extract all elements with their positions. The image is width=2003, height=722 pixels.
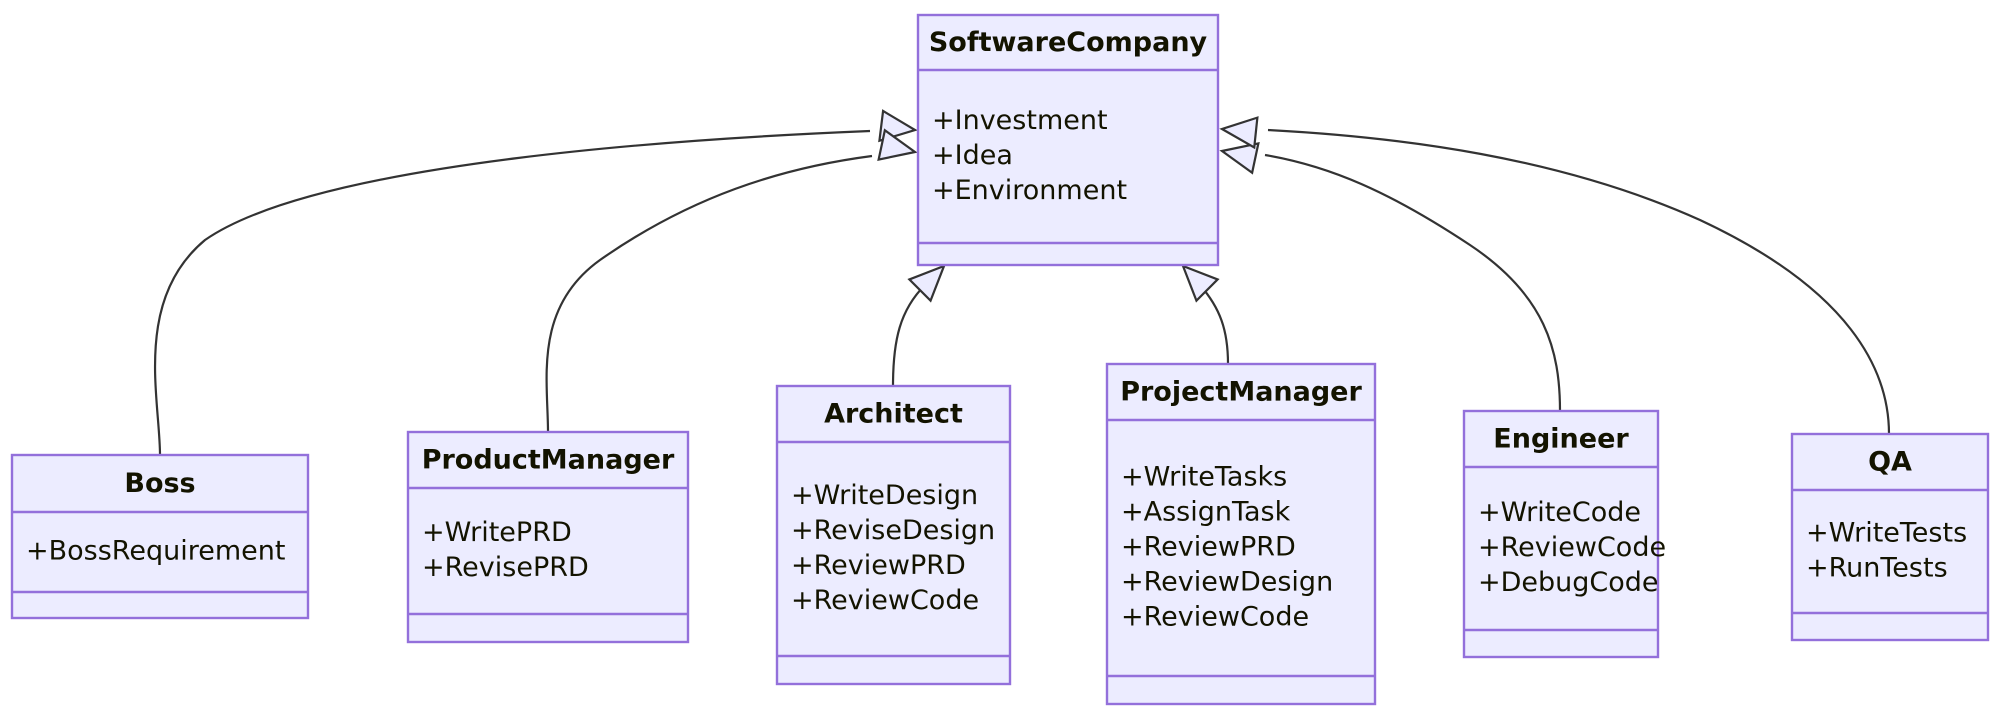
class-member-label: +Environment <box>932 175 1127 206</box>
class-name-label: Architect <box>824 399 963 430</box>
class-member-label: +ReviewCode <box>1478 532 1666 563</box>
classes-layer: SoftwareCompany +Investment +Idea +Environm… <box>10 13 1990 706</box>
generalization-edge-architect <box>891 264 946 387</box>
class-name-label: Engineer <box>1493 424 1629 455</box>
generalization-edge-qa <box>1219 116 1891 435</box>
class-box-outline <box>406 430 690 644</box>
edge-line <box>1199 284 1230 365</box>
class-member-label: +WriteTests <box>1806 518 1967 549</box>
class-box-engineer[interactable]: Engineer +WriteCode +ReviewCode +DebugCode <box>1462 409 1666 659</box>
class-member-label: +BossRequirement <box>26 536 285 567</box>
generalization-edge-productmanager <box>545 128 918 433</box>
class-name-label: Boss <box>124 468 195 499</box>
edge-line <box>1267 128 1891 435</box>
class-member-label: +ReviewCode <box>791 585 979 616</box>
generalization-edge-engineer <box>1219 141 1562 412</box>
class-member-label: +DebugCode <box>1478 567 1659 598</box>
class-box-productmanager[interactable]: ProductManager +WritePRD +RevisePRD <box>406 430 690 644</box>
edge-line <box>891 284 926 387</box>
class-member-label: +WriteCode <box>1478 497 1641 528</box>
class-member-label: +RunTests <box>1806 553 1948 584</box>
class-box-architect[interactable]: Architect +WriteDesign +ReviseDesign +Revie… <box>775 384 1012 686</box>
class-member-label: +ReviseDesign <box>791 515 995 546</box>
class-member-label: +RevisePRD <box>422 552 589 583</box>
class-member-label: +Idea <box>932 140 1013 171</box>
class-box-outline <box>1790 432 1990 642</box>
class-member-label: +ReviewPRD <box>1121 532 1296 563</box>
class-member-label: +ReviewDesign <box>1121 567 1333 598</box>
hollow-triangle-arrow-icon <box>1181 264 1220 303</box>
class-member-label: +WritePRD <box>422 517 572 548</box>
hollow-triangle-arrow-icon <box>1219 116 1259 150</box>
class-name-label: SoftwareCompany <box>929 27 1208 58</box>
class-member-label: +AssignTask <box>1121 497 1291 528</box>
class-member-label: +Investment <box>932 105 1108 136</box>
relationships-layer <box>153 109 1891 456</box>
class-box-outline <box>1462 409 1660 659</box>
class-name-label: QA <box>1868 447 1912 478</box>
edge-line <box>545 154 873 433</box>
hollow-triangle-arrow-icon <box>877 128 918 162</box>
generalization-edge-projectmanager <box>1181 264 1230 365</box>
class-name-label: ProjectManager <box>1120 377 1362 408</box>
class-member-label: +ReviewCode <box>1121 602 1309 633</box>
class-box-outline <box>775 384 1012 686</box>
class-member-label: +WriteTasks <box>1121 462 1287 493</box>
class-box-outline <box>916 13 1220 267</box>
class-box-qa[interactable]: QA +WriteTests +RunTests <box>1790 432 1990 642</box>
class-box-projectmanager[interactable]: ProjectManager +WriteTasks +AssignTask +Rev… <box>1105 362 1377 706</box>
class-box-boss[interactable]: Boss +BossRequirement <box>10 453 310 620</box>
class-name-label: ProductManager <box>422 445 675 476</box>
hollow-triangle-arrow-icon <box>1219 141 1260 175</box>
hollow-triangle-arrow-icon <box>907 264 946 303</box>
class-box-softwarecompany[interactable]: SoftwareCompany +Investment +Idea +Environm… <box>916 13 1220 267</box>
edge-line <box>153 129 871 456</box>
class-member-label: +WriteDesign <box>791 480 978 511</box>
class-member-label: +ReviewPRD <box>791 550 966 581</box>
edge-line <box>1264 153 1562 412</box>
